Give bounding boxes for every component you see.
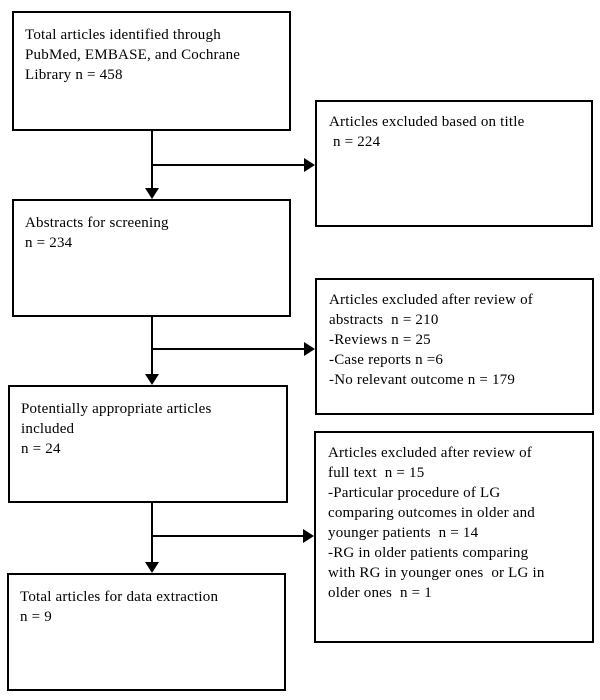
box-excluded-fulltext-text: Articles excluded after review of full t…	[328, 445, 545, 601]
arrow-down-icon	[145, 374, 159, 385]
connector-line-identified-to-screening	[151, 131, 153, 189]
connector-line-to-excluded-title	[152, 164, 304, 166]
arrow-down-icon	[145, 562, 159, 573]
arrow-right-icon	[304, 158, 315, 172]
box-excluded-title-text: Articles excluded based on title n = 224	[329, 114, 525, 150]
arrow-right-icon	[303, 529, 314, 543]
box-abstracts-screening: Abstracts for screening n = 234	[12, 199, 291, 317]
connector-line-screening-to-appropriate	[151, 317, 153, 375]
arrow-down-icon	[145, 188, 159, 199]
arrow-right-icon	[304, 342, 315, 356]
box-excluded-abstracts: Articles excluded after review of abstra…	[315, 278, 594, 415]
connector-line-to-excluded-abstracts	[152, 348, 304, 350]
box-potentially-appropriate: Potentially appropriate articles include…	[8, 385, 288, 503]
box-total-identified: Total articles identified through PubMed…	[12, 11, 291, 131]
box-abstracts-screening-text: Abstracts for screening n = 234	[25, 215, 169, 251]
box-excluded-fulltext: Articles excluded after review of full t…	[314, 431, 594, 643]
box-potentially-appropriate-text: Potentially appropriate articles include…	[21, 401, 212, 457]
connector-line-appropriate-to-extraction	[151, 503, 153, 562]
connector-line-to-excluded-fulltext	[152, 535, 303, 537]
box-excluded-title: Articles excluded based on title n = 224	[315, 100, 593, 227]
box-total-identified-text: Total articles identified through PubMed…	[25, 27, 241, 83]
box-data-extraction-text: Total articles for data extraction n = 9	[20, 589, 219, 625]
box-excluded-abstracts-text: Articles excluded after review of abstra…	[329, 292, 534, 388]
box-data-extraction: Total articles for data extraction n = 9	[7, 573, 286, 691]
